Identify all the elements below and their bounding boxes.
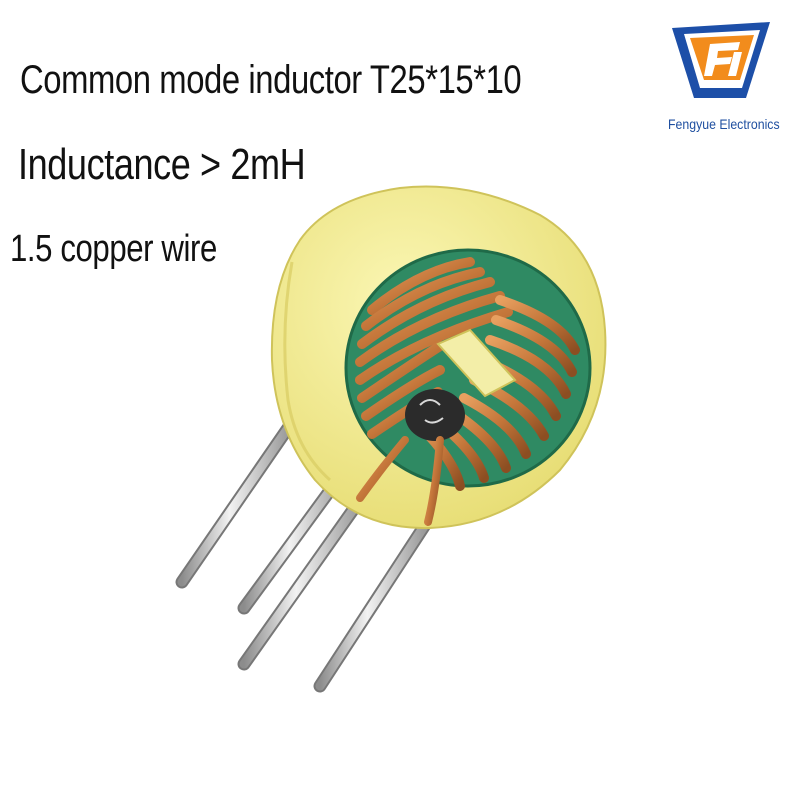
product-title: Common mode inductor T25*15*10 bbox=[20, 58, 522, 102]
company-name: Fengyue Electronics bbox=[668, 116, 780, 132]
inductance-spec: Inductance > 2mH bbox=[18, 140, 306, 189]
fengyue-logo-icon bbox=[672, 22, 770, 98]
wire-spec: 1.5 copper wire bbox=[10, 228, 217, 270]
